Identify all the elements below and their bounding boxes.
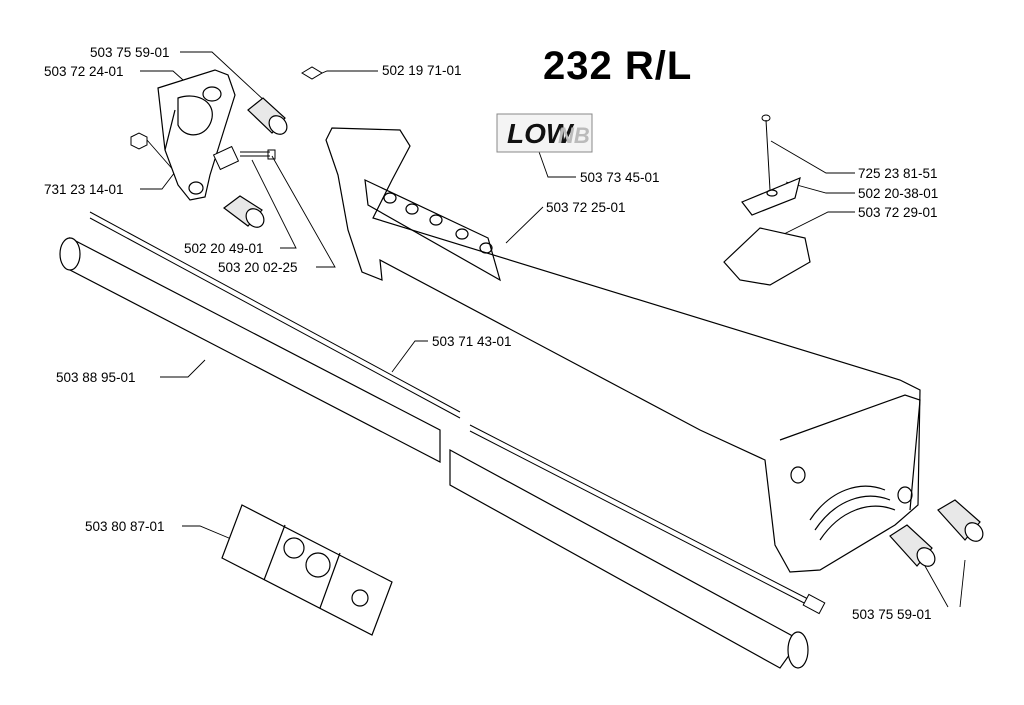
part-label-clamp-base: 503 72 29-01 bbox=[858, 205, 938, 220]
clamp bbox=[741, 176, 801, 216]
part-label-rubber-damper-lower: 503 75 59-01 bbox=[852, 607, 932, 622]
part-label-square-nut: 502 19 71-01 bbox=[382, 63, 462, 78]
leader-lines bbox=[140, 51, 966, 608]
part-label-bolt: 503 20 02-25 bbox=[218, 260, 298, 275]
handle-bracket bbox=[157, 69, 236, 201]
part-label-warning-decal: 503 80 87-01 bbox=[85, 519, 165, 534]
clamp-base bbox=[723, 227, 811, 286]
part-label-nut: 731 23 14-01 bbox=[44, 182, 124, 197]
tube bbox=[59, 237, 809, 669]
clamp-screw bbox=[761, 114, 771, 191]
drive-shaft bbox=[89, 211, 826, 615]
part-label-low-vibration-decal: 503 73 45-01 bbox=[580, 170, 660, 185]
bolt bbox=[240, 149, 276, 160]
rubber-damper-mid bbox=[223, 195, 265, 228]
part-label-handle-bracket: 503 72 24-01 bbox=[44, 64, 124, 79]
part-label-lock-nut: 502 20 49-01 bbox=[184, 241, 264, 256]
part-label-rubber-damper: 503 75 59-01 bbox=[90, 45, 170, 60]
part-label-shaft-housing: 503 72 25-01 bbox=[546, 200, 626, 215]
low-vibration-decal: LOW NB bbox=[496, 113, 593, 153]
shaft-housing bbox=[325, 127, 921, 573]
part-label-drive-shaft: 503 71 43-01 bbox=[432, 334, 512, 349]
logo-text: LOW bbox=[507, 118, 575, 149]
part-label-clamp: 502 20-38-01 bbox=[858, 186, 939, 201]
square-nut bbox=[301, 66, 323, 80]
diagram-title: 232 R/L bbox=[543, 44, 693, 88]
rubber-damper-top bbox=[247, 97, 288, 135]
nut bbox=[130, 132, 148, 150]
part-label-screw: 725 23 81-51 bbox=[858, 166, 938, 181]
part-label-tube: 503 88 95-01 bbox=[56, 370, 136, 385]
logo-suffix: NB bbox=[558, 123, 590, 148]
lock-nut bbox=[212, 145, 240, 171]
warning-decal bbox=[221, 504, 393, 636]
rubber-damper-lower-right bbox=[889, 499, 984, 567]
